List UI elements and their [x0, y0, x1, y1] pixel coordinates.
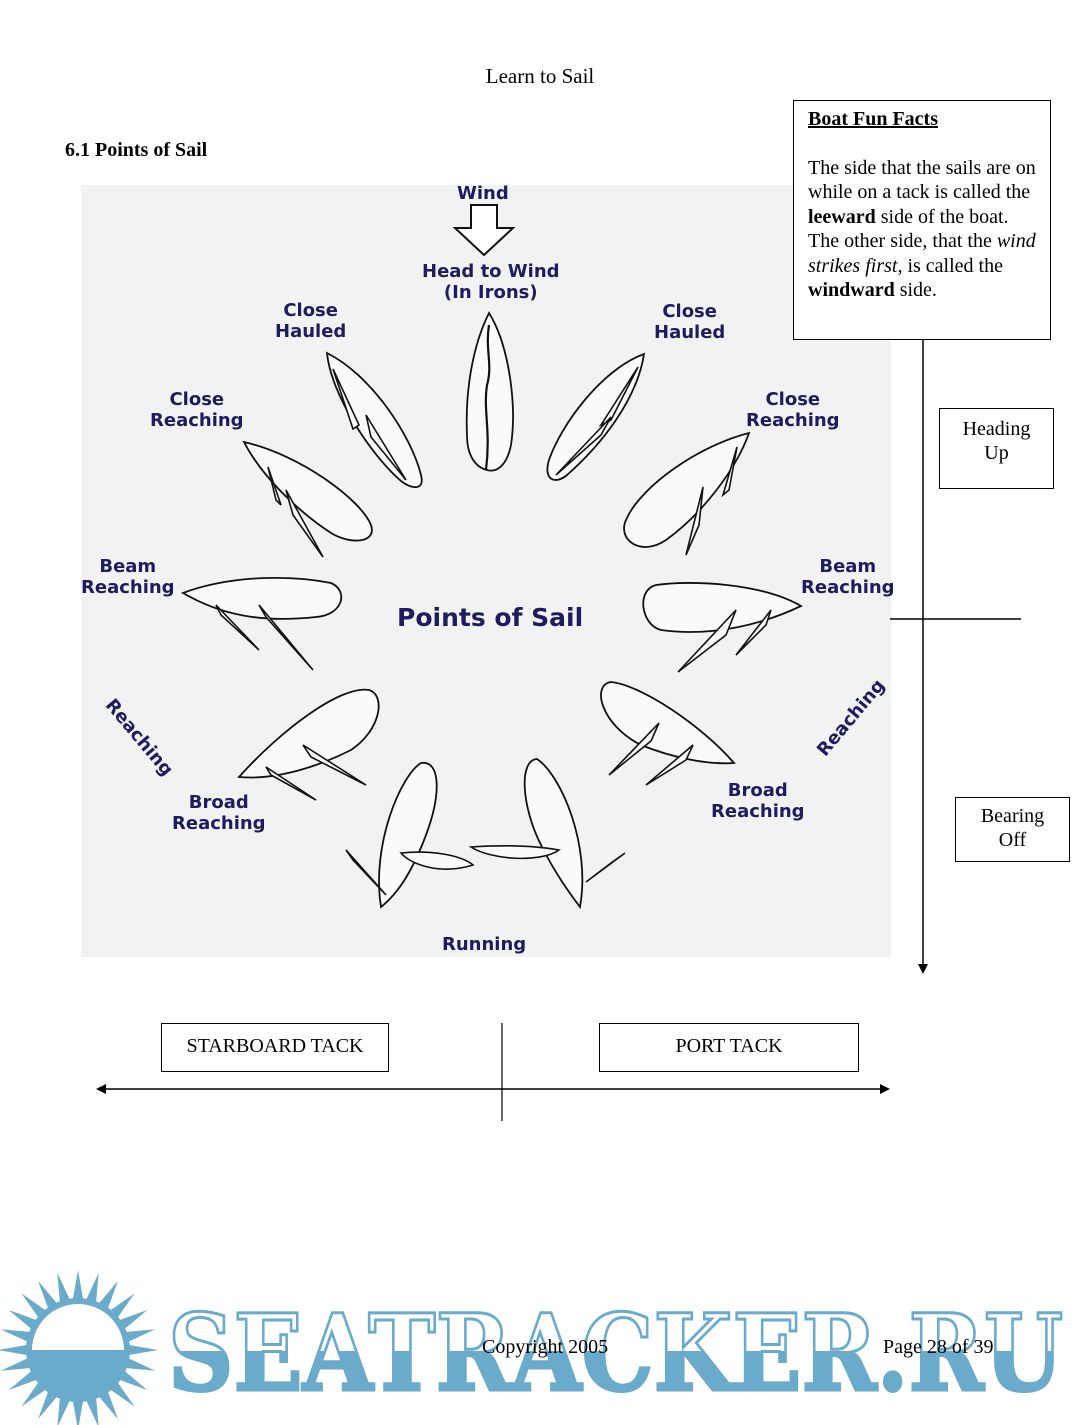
label-line: Reaching — [81, 577, 175, 598]
sun-ray — [84, 1272, 99, 1306]
label-line: Beam — [819, 556, 877, 577]
section-heading: 6.1 Points of Sail — [65, 139, 208, 161]
sun-ray — [72, 1397, 84, 1425]
sun-ray — [84, 1394, 99, 1425]
term-windward: windward — [808, 279, 895, 301]
boat-head-to-wind — [465, 311, 514, 472]
boat-broad-reaching-right — [600, 681, 736, 786]
sun-ray — [122, 1356, 156, 1371]
points-of-sail-diagram: Wind Head to Wind (In Irons) Close Haule… — [81, 183, 895, 957]
label-line: Reaching — [150, 410, 244, 431]
label-line: Head to Wind — [422, 261, 560, 282]
sun-icon — [0, 1270, 158, 1425]
label-line: Hauled — [654, 322, 726, 343]
box-line: Off — [998, 829, 1027, 851]
port-tack-box: PORT TACK — [599, 1023, 859, 1072]
label-line: Close — [283, 300, 338, 321]
label-line: Close — [169, 389, 225, 410]
boat-close-reaching-left — [242, 440, 373, 558]
watermark-text-fill: SEATRACKER.RU — [168, 1290, 1063, 1415]
sun-ray — [57, 1272, 72, 1306]
sun-ray — [72, 1270, 84, 1303]
sun-ray — [38, 1388, 60, 1420]
label-line: Reaching — [746, 410, 840, 431]
label-beam-reaching-left: Beam Reaching — [81, 556, 175, 598]
label-line: Close — [765, 389, 821, 410]
term-leeward: leeward — [808, 205, 876, 228]
boat-close-hauled-right — [546, 352, 646, 481]
boat-close-hauled-left — [325, 351, 423, 488]
boat-close-reaching-right — [623, 431, 751, 556]
seatracker-watermark: SEATRACKER.RU SEATRACKER.RU — [0, 1270, 1065, 1425]
sun-ray — [116, 1368, 148, 1390]
bearing-off-box: Bearing Off — [955, 797, 1070, 862]
sun-ray — [57, 1394, 72, 1425]
boat-running-left — [345, 762, 475, 909]
label-line: Broad — [727, 780, 788, 801]
label-beam-reaching-right: Beam Reaching — [801, 556, 895, 598]
heading-up-box: Heading Up — [939, 408, 1054, 489]
boat-fun-facts-box: Boat Fun Facts The side that the sails a… — [793, 100, 1051, 340]
sun-ray — [0, 1356, 34, 1371]
footer-copyright: Copyright 2005 — [482, 1336, 609, 1358]
text-run: side. — [894, 279, 937, 301]
boat-broad-reaching-left — [237, 688, 380, 801]
emphasis-wind-strikes-first: wind strikes first — [808, 230, 1036, 277]
diagram-drawing — [180, 204, 803, 910]
label-line: Close — [662, 301, 717, 322]
label-line: Broad — [188, 792, 249, 813]
arrow-left-icon — [96, 1084, 106, 1094]
label-running: Running — [442, 934, 527, 955]
label-line: Reaching — [172, 813, 266, 834]
sun-ray — [125, 1344, 158, 1356]
arrow-down-icon — [918, 964, 928, 974]
sun-ray — [0, 1329, 34, 1344]
label-head-to-wind: Head to Wind (In Irons) — [422, 261, 560, 303]
wind-label: Wind — [457, 183, 509, 204]
sun-ray — [8, 1310, 40, 1332]
text-run: The side that the sails are on while on … — [808, 156, 1036, 204]
wind-arrow-icon — [452, 204, 516, 257]
boat-beam-reaching-left — [180, 576, 343, 671]
sun-ray — [122, 1329, 156, 1344]
sun-ray — [8, 1368, 40, 1390]
label-broad-reaching-right: Broad Reaching — [711, 780, 805, 822]
label-broad-reaching-left: Broad Reaching — [172, 792, 266, 834]
label-line: (In Irons) — [443, 282, 538, 303]
box-line: Heading — [962, 418, 1031, 440]
sun-ray — [0, 1344, 31, 1356]
label-close-reaching-left: Close Reaching — [150, 389, 244, 431]
fun-facts-body: The side that the sails are on while on … — [808, 156, 1036, 303]
label-close-hauled-right: Close Hauled — [654, 301, 725, 343]
sun-ray — [96, 1388, 118, 1420]
fun-facts-title: Boat Fun Facts — [808, 108, 938, 130]
watermark-text-outline: SEATRACKER.RU — [168, 1290, 1063, 1415]
text-run: , is called the — [897, 254, 1003, 277]
boat-running-right — [468, 758, 626, 910]
page-header-title: Learn to Sail — [485, 64, 595, 88]
label-line: Reaching — [711, 801, 805, 822]
label-line: Reaching — [801, 577, 895, 598]
sun-ray — [116, 1310, 148, 1332]
label-close-reaching-right: Close Reaching — [746, 389, 840, 431]
box-line: Up — [984, 442, 1009, 464]
arrow-right-icon — [880, 1084, 890, 1094]
label-line: Beam — [99, 556, 157, 577]
diagram-center-title: Points of Sail — [397, 603, 584, 632]
label-line: Hauled — [275, 321, 347, 342]
text-run: side of the boat. The other side, that t… — [808, 205, 1009, 253]
boat-beam-reaching-right — [642, 582, 803, 673]
sun-ray — [96, 1280, 118, 1312]
footer-page-number: Page 28 of 39 — [883, 1336, 994, 1358]
sun-ray — [38, 1280, 60, 1312]
starboard-tack-box: STARBOARD TACK — [161, 1023, 389, 1072]
box-line: Bearing — [980, 805, 1045, 827]
label-close-hauled-left: Close Hauled — [275, 300, 346, 342]
